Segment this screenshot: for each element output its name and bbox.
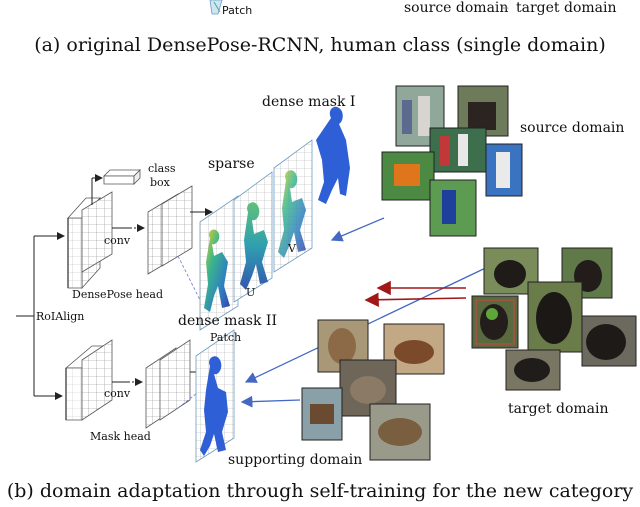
header-dash: – <box>502 0 509 16</box>
roialign-label: RoIAlign <box>36 310 85 323</box>
sparse-label: sparse <box>208 156 255 172</box>
densepose-feature-map-1 <box>67 191 113 290</box>
header-patch-fragment <box>209 0 223 15</box>
patch-label: Patch <box>210 331 242 344</box>
conv-bottom-label: conv <box>104 387 131 400</box>
densepose-head-label: DensePose head <box>72 288 163 301</box>
caption-a: (a) original DensePose-RCNN, human class… <box>34 34 606 56</box>
mask-head-label: Mask head <box>90 430 151 443</box>
target-domain-photos <box>471 247 637 391</box>
v-label: V <box>288 242 296 255</box>
dense-mask-2-label: dense mask II <box>178 313 277 329</box>
class-label: class <box>148 162 176 175</box>
supporting-domain-photos <box>301 319 445 461</box>
dense-mask-1-label: dense mask I <box>262 94 356 110</box>
caption-b: (b) domain adaptation through self-train… <box>6 480 634 502</box>
box-label: box <box>150 176 170 189</box>
v-panel <box>273 139 313 273</box>
class-box-vector <box>103 169 141 185</box>
mask-feature-map-2 <box>145 339 191 429</box>
header-target-domain: target domain <box>516 0 617 16</box>
transfer-arrows <box>240 217 495 408</box>
dense-mask-1-silhouette <box>316 106 350 204</box>
dense-mask-2-panel <box>195 329 235 463</box>
u-panel <box>233 171 273 303</box>
roialign-connectors <box>16 174 213 400</box>
source-domain-label: source domain <box>520 120 625 136</box>
source-domain-photos <box>381 85 523 237</box>
dashed-projection-lines <box>177 255 201 409</box>
patch-panel <box>199 195 239 331</box>
header-source-domain: source domain <box>404 0 509 16</box>
conv-top-label: conv <box>104 234 131 247</box>
mask-feature-map-1 <box>64 339 113 421</box>
target-domain-label: target domain <box>508 401 609 417</box>
u-label: U <box>246 286 256 299</box>
header-patch-label: Patch <box>222 4 253 17</box>
supporting-domain-label: supporting domain <box>228 452 363 468</box>
densepose-feature-map-2 <box>147 185 193 275</box>
